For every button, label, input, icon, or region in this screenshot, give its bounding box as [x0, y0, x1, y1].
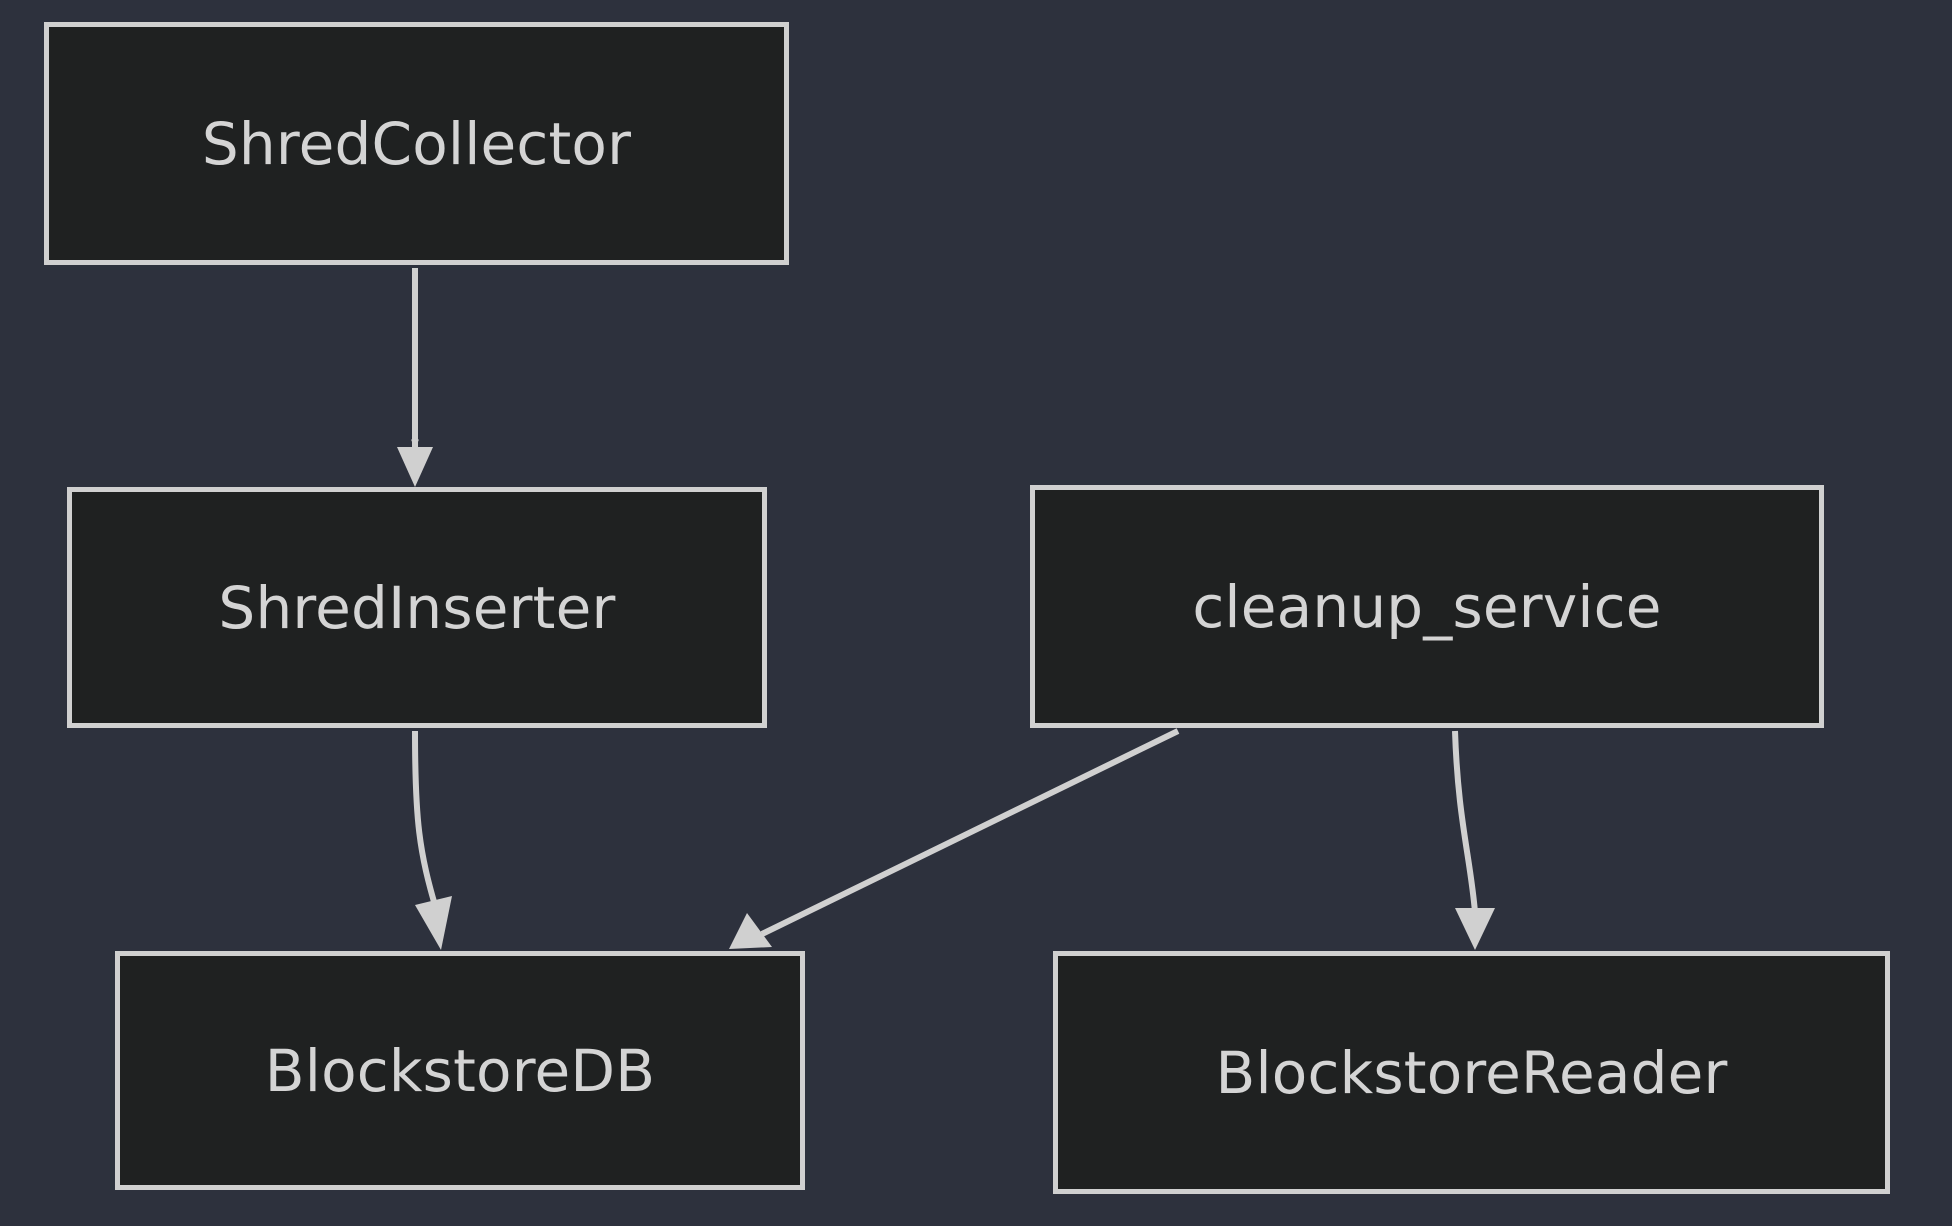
node-blockstore-reader[interactable]: BlockstoreReader — [1053, 951, 1890, 1194]
edge-cleanup-to-reader — [1452, 730, 1478, 913]
node-label: BlockstoreDB — [264, 1036, 656, 1105]
arrowhead-cleanup-to-reader — [1455, 908, 1495, 950]
node-blockstore-db[interactable]: BlockstoreDB — [115, 951, 805, 1190]
node-shred-inserter[interactable]: ShredInserter — [67, 487, 767, 728]
arrowhead-inserter-to-db — [415, 896, 452, 950]
arrowhead-cleanup-to-db — [729, 913, 772, 949]
node-shred-collector[interactable]: ShredCollector — [44, 22, 789, 265]
node-label: ShredInserter — [218, 573, 616, 642]
node-label: BlockstoreReader — [1215, 1038, 1728, 1107]
edge-cleanup-to-db — [760, 728, 1180, 937]
node-cleanup-service[interactable]: cleanup_service — [1030, 485, 1824, 728]
edge-inserter-to-db — [412, 730, 440, 913]
arrowhead-collector-to-inserter — [397, 447, 433, 487]
node-label: ShredCollector — [201, 109, 632, 178]
node-label: cleanup_service — [1192, 572, 1662, 641]
